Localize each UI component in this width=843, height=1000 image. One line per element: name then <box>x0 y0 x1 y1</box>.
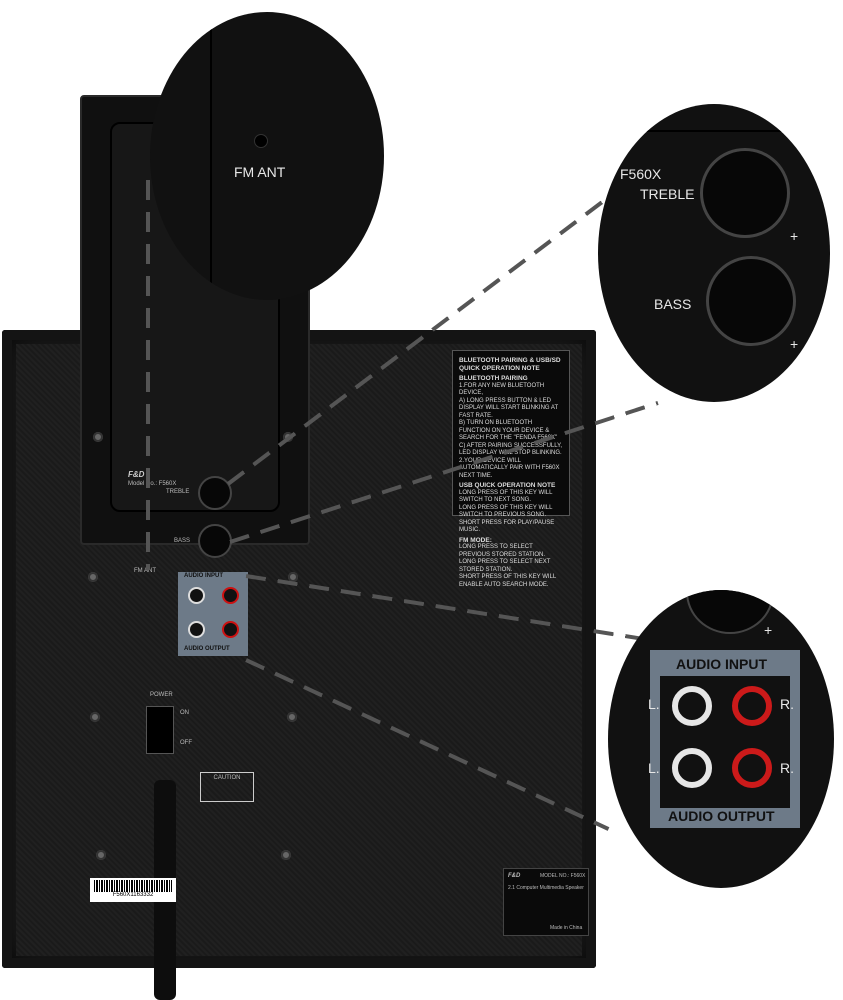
tone-zoom-plus: + <box>790 336 799 352</box>
rating-brand: F&D <box>508 873 521 879</box>
audio-zoom-right: R. <box>780 696 794 712</box>
panel-off-label: OFF <box>180 740 192 746</box>
audio-zoom-bass-knob[interactable] <box>686 590 774 634</box>
treble-knob[interactable] <box>198 476 232 510</box>
sticker-fm-line: SHORT PRESS OF THIS KEY WILL ENABLE AUTO… <box>459 574 557 588</box>
audio-output-left-jack[interactable] <box>188 621 205 638</box>
tone-zoom-bass-label: BASS <box>654 296 692 312</box>
sticker-title: BLUETOOTH PAIRING & USB/SD QUICK OPERATI… <box>459 357 561 372</box>
bass-knob[interactable] <box>198 524 232 558</box>
panel-fm-ant-label: FM ANT <box>134 568 156 574</box>
tone-zoom-plus: + <box>790 228 799 244</box>
screw-icon <box>281 850 291 860</box>
tone-controls-zoom: F560X TREBLE + BASS + <box>598 104 830 402</box>
tone-zoom-bass-knob[interactable] <box>706 256 796 346</box>
sticker-bt-line: 2.YOUR DEVICE WILL AUTOMATICALLY PAIR WI… <box>459 457 560 479</box>
screw-icon <box>287 712 297 722</box>
panel-audio-output-label: AUDIO OUTPUT <box>184 646 230 652</box>
audio-zoom-right: R. <box>780 760 794 776</box>
audio-io-zoom: + AUDIO INPUT L. R. L. R. AUDIO OUTPUT <box>608 590 834 888</box>
screw-icon <box>288 572 298 582</box>
screw-icon <box>88 572 98 582</box>
audio-zoom-left: L. <box>648 696 660 712</box>
audio-zoom-input-left-jack[interactable] <box>672 686 712 726</box>
sticker-bt-head: BLUETOOTH PAIRING <box>459 375 528 382</box>
tone-zoom-treble-label: TREBLE <box>640 186 695 202</box>
caution-text: CAUTION <box>213 775 241 781</box>
audio-zoom-output-right-jack[interactable] <box>732 748 772 788</box>
barcode-serial: F560X1163332 <box>112 892 154 898</box>
audio-io-plate <box>178 572 248 656</box>
audio-input-right-jack[interactable] <box>222 587 239 604</box>
fm-ant-zoom-label: FM ANT <box>234 164 286 180</box>
sticker-usb-line: LONG PRESS OF THIS KEY WILL SWITCH TO PR… <box>459 504 553 519</box>
screw-icon <box>90 712 100 722</box>
rating-model: MODEL NO.: F560X <box>540 873 586 879</box>
panel-model: Model No.: F560X <box>128 481 177 487</box>
panel-on-label: ON <box>180 710 189 716</box>
sticker-usb-line: LONG PRESS OF THIS KEY WILL SWITCH TO NE… <box>459 489 553 504</box>
fm-ant-hole-icon[interactable] <box>254 134 268 148</box>
panel-brand: F&D <box>128 470 145 479</box>
sticker-bt-line: 1.FOR ANY NEW BLUETOOTH DEVICE, <box>459 382 545 397</box>
audio-zoom-input-label: AUDIO INPUT <box>676 656 767 672</box>
rating-made-in: Made in China <box>550 925 583 931</box>
audio-output-right-jack[interactable] <box>222 621 239 638</box>
rating-product: 2.1 Computer Multimedia Speaker <box>508 885 584 891</box>
sticker-fm-head: FM MODE: <box>459 536 492 544</box>
sticker-usb-head: USB QUICK OPERATION NOTE <box>459 482 556 489</box>
tone-zoom-model: F560X <box>620 166 662 182</box>
audio-zoom-left: L. <box>648 760 660 776</box>
callout-line-fm <box>146 180 150 570</box>
barcode-label: F560X1163332 <box>90 878 176 902</box>
fm-ant-zoom: FM ANT <box>150 12 384 300</box>
audio-input-left-jack[interactable] <box>188 587 205 604</box>
panel-power-label: POWER <box>150 692 173 698</box>
panel-bass-label: BASS <box>174 538 191 544</box>
panel-edge <box>598 130 830 132</box>
sticker-bt-line: A) LONG PRESS BUTTON & LED DISPLAY WILL … <box>459 397 559 419</box>
screw-icon <box>96 850 106 860</box>
sticker-bt-line: B) TURN ON BLUETOOTH FUNCTION ON YOUR DE… <box>459 420 558 441</box>
caution-label-box: CAUTION <box>200 772 254 802</box>
audio-zoom-plus: + <box>764 622 773 638</box>
screw-icon <box>93 432 103 442</box>
barcode-bars <box>94 880 172 892</box>
sticker-fm-line: LONG PRESS TO SELECT PREVIOUS STORED STA… <box>459 544 546 558</box>
audio-zoom-output-label: AUDIO OUTPUT <box>668 808 775 824</box>
panel-treble-label: TREBLE <box>166 489 190 495</box>
sticker-usb-line: SHORT PRESS FOR PLAY/PAUSE MUSIC. <box>459 519 555 534</box>
instruction-sticker: BLUETOOTH PAIRING & USB/SD QUICK OPERATI… <box>452 350 570 588</box>
audio-zoom-output-left-jack[interactable] <box>672 748 712 788</box>
audio-zoom-input-right-jack[interactable] <box>732 686 772 726</box>
panel-audio-input-label: AUDIO INPUT <box>184 573 223 579</box>
rating-label: F&D MODEL NO.: F560X 2.1 Computer Multim… <box>503 868 589 936</box>
panel-edge <box>210 12 212 300</box>
tone-zoom-treble-knob[interactable] <box>700 148 790 238</box>
power-switch[interactable] <box>146 706 174 754</box>
sticker-fm-line: LONG PRESS TO SELECT NEXT STORED STATION… <box>459 559 551 573</box>
